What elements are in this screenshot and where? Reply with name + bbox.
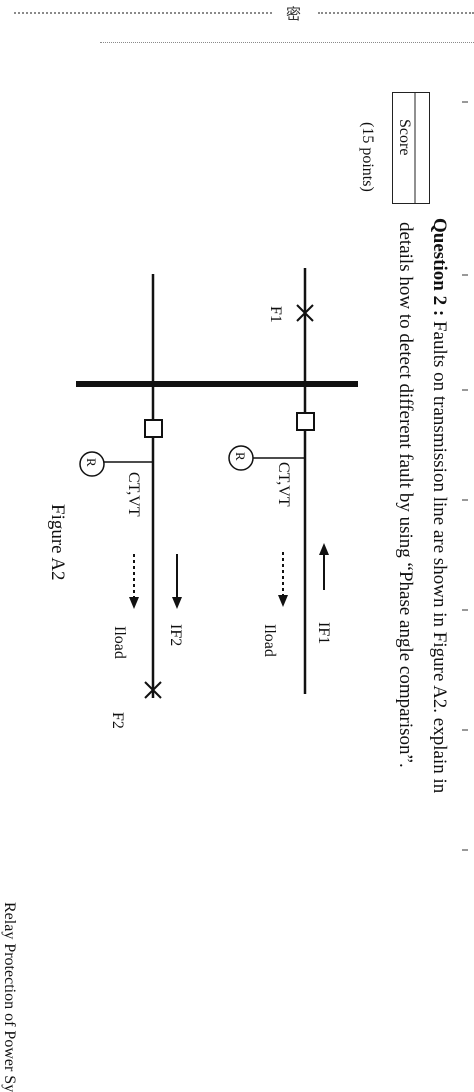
figure-caption: Figure A2 [47,504,68,581]
margin-tick-marks [462,101,468,851]
footer-text: Relay Protection of Power Sy [1,902,18,1092]
if2-arrow [172,554,182,609]
if2-label: IF2 [167,624,184,647]
label-f2: F2 [109,712,126,729]
relay-2-label: R [84,458,99,467]
fault-f1-cross [296,304,314,322]
binding-dotted-line-right [318,12,474,14]
ctvt-label-2: CT,VT [125,472,142,517]
iload-label-1: Iload [261,624,278,657]
relay-1-label: R [233,452,248,461]
if1-label: IF1 [315,622,332,645]
seal-character: 密 [286,5,302,23]
iload-arrow-1 [278,552,288,607]
fault-f2-cross [144,681,162,699]
if1-arrow [319,543,329,590]
score-box: Score [392,92,430,204]
binding-dotted-line-left [14,12,272,14]
ctvt-label-1: CT,VT [275,462,292,507]
iload-arrow-2 [129,554,139,609]
breaker-2 [144,419,163,438]
score-box-divider [414,93,416,203]
relay-1-circle [228,445,254,471]
relay-2-circle [79,451,105,477]
breaker-1 [296,412,315,431]
label-f1: F1 [267,306,284,323]
transmission-line-diagram [76,268,358,699]
binding-dotted-line-lower [100,42,474,43]
iload-label-2: Iload [111,626,128,659]
